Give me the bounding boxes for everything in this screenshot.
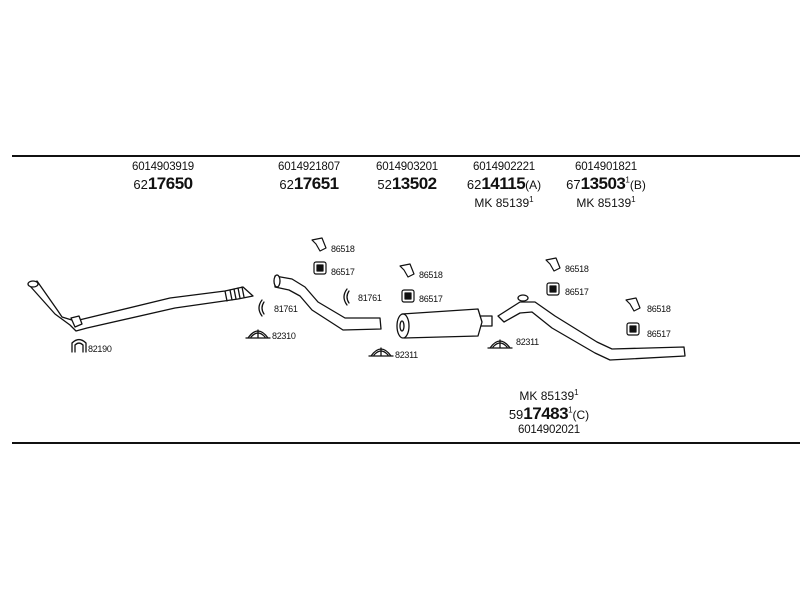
part-ref: 6217651 xyxy=(279,174,339,194)
rubber-d1-shape xyxy=(626,322,640,336)
top-divider xyxy=(12,155,800,157)
hanger-d1-shape xyxy=(625,297,641,312)
part-rear-silencer[interactable]: MK 851391 59174831(C) 6014902021 xyxy=(494,388,604,437)
part-pipe-a[interactable]: 6014902221 6214115(A) MK 851391 xyxy=(454,161,554,210)
mounting-kit-ref: MK 851391 xyxy=(474,194,534,210)
middle-silencer-shape[interactable] xyxy=(396,308,493,339)
oe-number: 6014901821 xyxy=(575,161,637,173)
part-ref: 6214115(A) xyxy=(466,174,542,194)
label-rubber-d1[interactable]: 86517 xyxy=(647,329,671,339)
part-front-pipe[interactable]: 6014903919 6217650 xyxy=(118,161,208,195)
clamp-a-shape xyxy=(245,329,271,339)
label-clamp-front[interactable]: 82190 xyxy=(88,344,112,354)
mounting-kit-ref: MK 851391 xyxy=(519,388,579,403)
clamp-front-shape xyxy=(71,338,87,353)
clamp-c-shape xyxy=(487,339,513,349)
part-middle-silencer[interactable]: 6014903201 5213502 xyxy=(362,161,452,195)
hanger-b1-shape xyxy=(399,263,415,278)
hanger-c1-shape xyxy=(545,257,561,272)
intermediate-pipe-shape[interactable] xyxy=(273,274,382,331)
label-clamp-b[interactable]: 82311 xyxy=(395,350,418,360)
rubber-b1-shape xyxy=(401,289,415,303)
part-ref: 67135031(B) xyxy=(566,174,646,194)
label-rubber-a1[interactable]: 86517 xyxy=(331,267,355,277)
label-clamp-a[interactable]: 82310 xyxy=(272,331,296,341)
rubber-c1-shape xyxy=(546,282,560,296)
ring-a1-shape xyxy=(258,299,265,317)
oe-number: 6014921807 xyxy=(278,161,340,173)
label-hanger-c1[interactable]: 86518 xyxy=(565,264,589,274)
front-pipe-shape[interactable] xyxy=(27,280,254,332)
oe-number: 6014902021 xyxy=(518,424,580,437)
label-hanger-d1[interactable]: 86518 xyxy=(647,304,671,314)
part-pipe-b[interactable]: 6014901821 67135031(B) MK 851391 xyxy=(556,161,656,210)
label-ring-a1[interactable]: 81761 xyxy=(274,304,298,314)
label-hanger-b1[interactable]: 86518 xyxy=(419,270,443,280)
hanger-a1-shape xyxy=(311,237,327,252)
part-ref: 5213502 xyxy=(377,174,437,194)
part-ref: 6217650 xyxy=(133,174,193,194)
rubber-a1-shape xyxy=(313,261,327,275)
clamp-b-shape xyxy=(368,347,394,357)
part-ref: 59174831(C) xyxy=(508,403,590,423)
label-ring-a2[interactable]: 81761 xyxy=(358,293,382,303)
label-clamp-c[interactable]: 82311 xyxy=(516,337,539,347)
oe-number: 6014902221 xyxy=(473,161,535,173)
rear-pipe-shape[interactable] xyxy=(497,294,686,361)
ring-a2-shape xyxy=(343,288,350,306)
label-hanger-a1[interactable]: 86518 xyxy=(331,244,355,254)
label-rubber-b1[interactable]: 86517 xyxy=(419,294,443,304)
part-intermediate-pipe[interactable]: 6014921807 6217651 xyxy=(264,161,354,195)
oe-number: 6014903919 xyxy=(132,161,194,173)
bottom-divider xyxy=(12,442,800,444)
oe-number: 6014903201 xyxy=(376,161,438,173)
mounting-kit-ref: MK 851391 xyxy=(576,194,636,210)
label-rubber-c1[interactable]: 86517 xyxy=(565,287,589,297)
